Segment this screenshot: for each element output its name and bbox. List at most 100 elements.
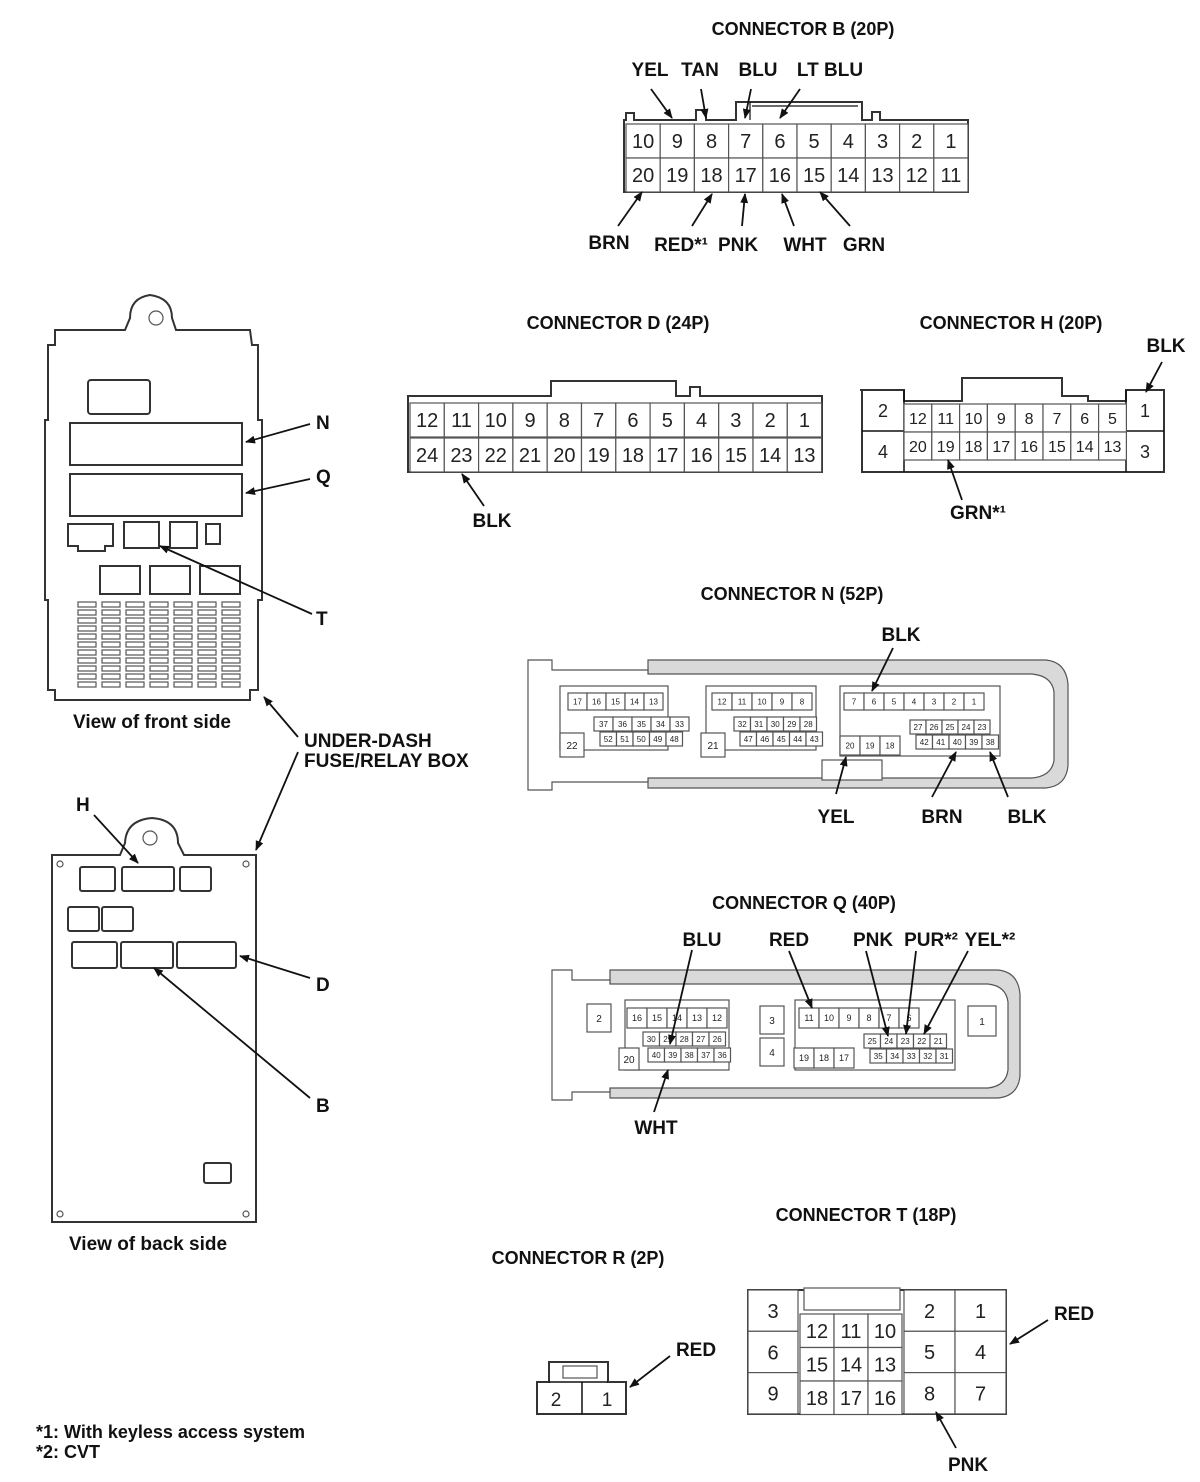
fuse-slot <box>149 625 169 632</box>
pin: 6 <box>774 131 785 153</box>
fuse-slot <box>149 641 169 648</box>
pin-cell <box>580 402 617 438</box>
pin-cell <box>786 402 823 438</box>
pin: 12 <box>712 1013 722 1023</box>
fusebox-slot-q <box>69 473 243 517</box>
pin: 7 <box>593 410 604 432</box>
pin-cell <box>478 437 514 473</box>
pin: 3 <box>932 697 937 706</box>
pin: 24 <box>884 1037 893 1046</box>
pin-cell <box>649 402 685 438</box>
pin-cell <box>546 402 583 438</box>
pin: 19 <box>666 165 688 187</box>
pin-cell <box>443 437 480 473</box>
pin: 4 <box>769 1048 775 1059</box>
fuse-slot <box>173 657 193 664</box>
fuse-slot <box>197 641 217 648</box>
n-wire-blk2: BLK <box>1007 807 1046 828</box>
pin: 1 <box>1140 401 1150 421</box>
pin: 4 <box>878 442 888 462</box>
b-wire-pnk: PNK <box>718 235 758 256</box>
pin: 3 <box>1140 442 1150 462</box>
pin-cell <box>867 1313 903 1349</box>
pin: 24 <box>962 723 971 732</box>
q-wire-blu: BLU <box>682 930 721 951</box>
pin: 17 <box>840 1388 862 1410</box>
fuse-slot <box>149 657 169 664</box>
fuse-slot <box>197 625 217 632</box>
fuse-slot <box>125 617 145 624</box>
fuse-slot <box>221 617 241 624</box>
pin: 5 <box>892 697 897 706</box>
pin: 16 <box>1020 439 1038 456</box>
pin: 29 <box>787 720 796 729</box>
fusebox-slot-b <box>120 941 174 969</box>
fuse-slot <box>173 617 193 624</box>
pin-cell <box>683 402 720 438</box>
pin: 15 <box>725 445 747 467</box>
fuse-slot <box>101 641 121 648</box>
pin: 13 <box>649 697 658 706</box>
pin-cell <box>805 731 824 747</box>
pin: 11 <box>804 1013 813 1023</box>
fuse-slot <box>101 609 121 616</box>
pin-cell <box>954 1289 1007 1332</box>
pin: 7 <box>1052 411 1061 428</box>
pin: 5 <box>809 131 820 153</box>
pin-cell <box>933 157 969 193</box>
pin-cell <box>799 1313 835 1349</box>
callout-t: T <box>316 609 328 630</box>
pin: 23 <box>450 445 472 467</box>
pin: 3 <box>769 1016 775 1027</box>
fuse-slot <box>125 633 145 640</box>
pin: 8 <box>559 410 570 432</box>
pin: 14 <box>759 445 781 467</box>
pin: 34 <box>890 1052 899 1061</box>
pin: 2 <box>551 1390 562 1411</box>
pin-cell <box>1070 403 1100 433</box>
pin-cell <box>1097 403 1127 433</box>
pin-cell <box>1097 431 1127 461</box>
pin: 1 <box>945 131 956 153</box>
q-wire-red: RED <box>769 930 809 951</box>
pin: 27 <box>696 1035 705 1044</box>
t-wire-pnk: PNK <box>948 1455 988 1476</box>
fuse-slot <box>101 665 121 672</box>
pin: 8 <box>800 697 805 706</box>
fusebox-slot-n <box>69 422 243 466</box>
pin: 47 <box>744 735 753 744</box>
fuse-slot <box>125 681 145 688</box>
pin-cell <box>981 734 1000 750</box>
pin: 21 <box>707 741 719 752</box>
fuse-slot <box>101 657 121 664</box>
pin: 6 <box>1080 411 1089 428</box>
h-wire-blk: BLK <box>1146 336 1185 357</box>
fuse-slot <box>125 673 145 680</box>
pin-cell <box>958 431 988 461</box>
pin-cell <box>929 1033 948 1049</box>
n-wire-yel: YEL <box>818 807 855 828</box>
pin-cell <box>659 157 696 193</box>
pin: 4 <box>843 131 854 153</box>
connector-r-title: CONNECTOR R (2P) <box>492 1248 665 1268</box>
fuse-slot <box>125 641 145 648</box>
fusebox-name-line2: FUSE/RELAY BOX <box>304 751 469 772</box>
pin: 40 <box>652 1051 661 1060</box>
pin: 38 <box>685 1051 694 1060</box>
pin: 18 <box>806 1388 828 1410</box>
pin: 10 <box>965 411 983 428</box>
pin: 46 <box>760 735 769 744</box>
fuse-slot <box>173 601 193 608</box>
callout-q: Q <box>316 467 331 488</box>
pin: 35 <box>874 1052 883 1061</box>
pin: 16 <box>769 165 791 187</box>
front-view-caption: View of front side <box>73 712 231 733</box>
pin-cell <box>752 402 788 438</box>
fuse-slot <box>197 649 217 656</box>
pin: 5 <box>662 410 673 432</box>
pin: 18 <box>622 445 644 467</box>
pin: 9 <box>767 1384 778 1406</box>
